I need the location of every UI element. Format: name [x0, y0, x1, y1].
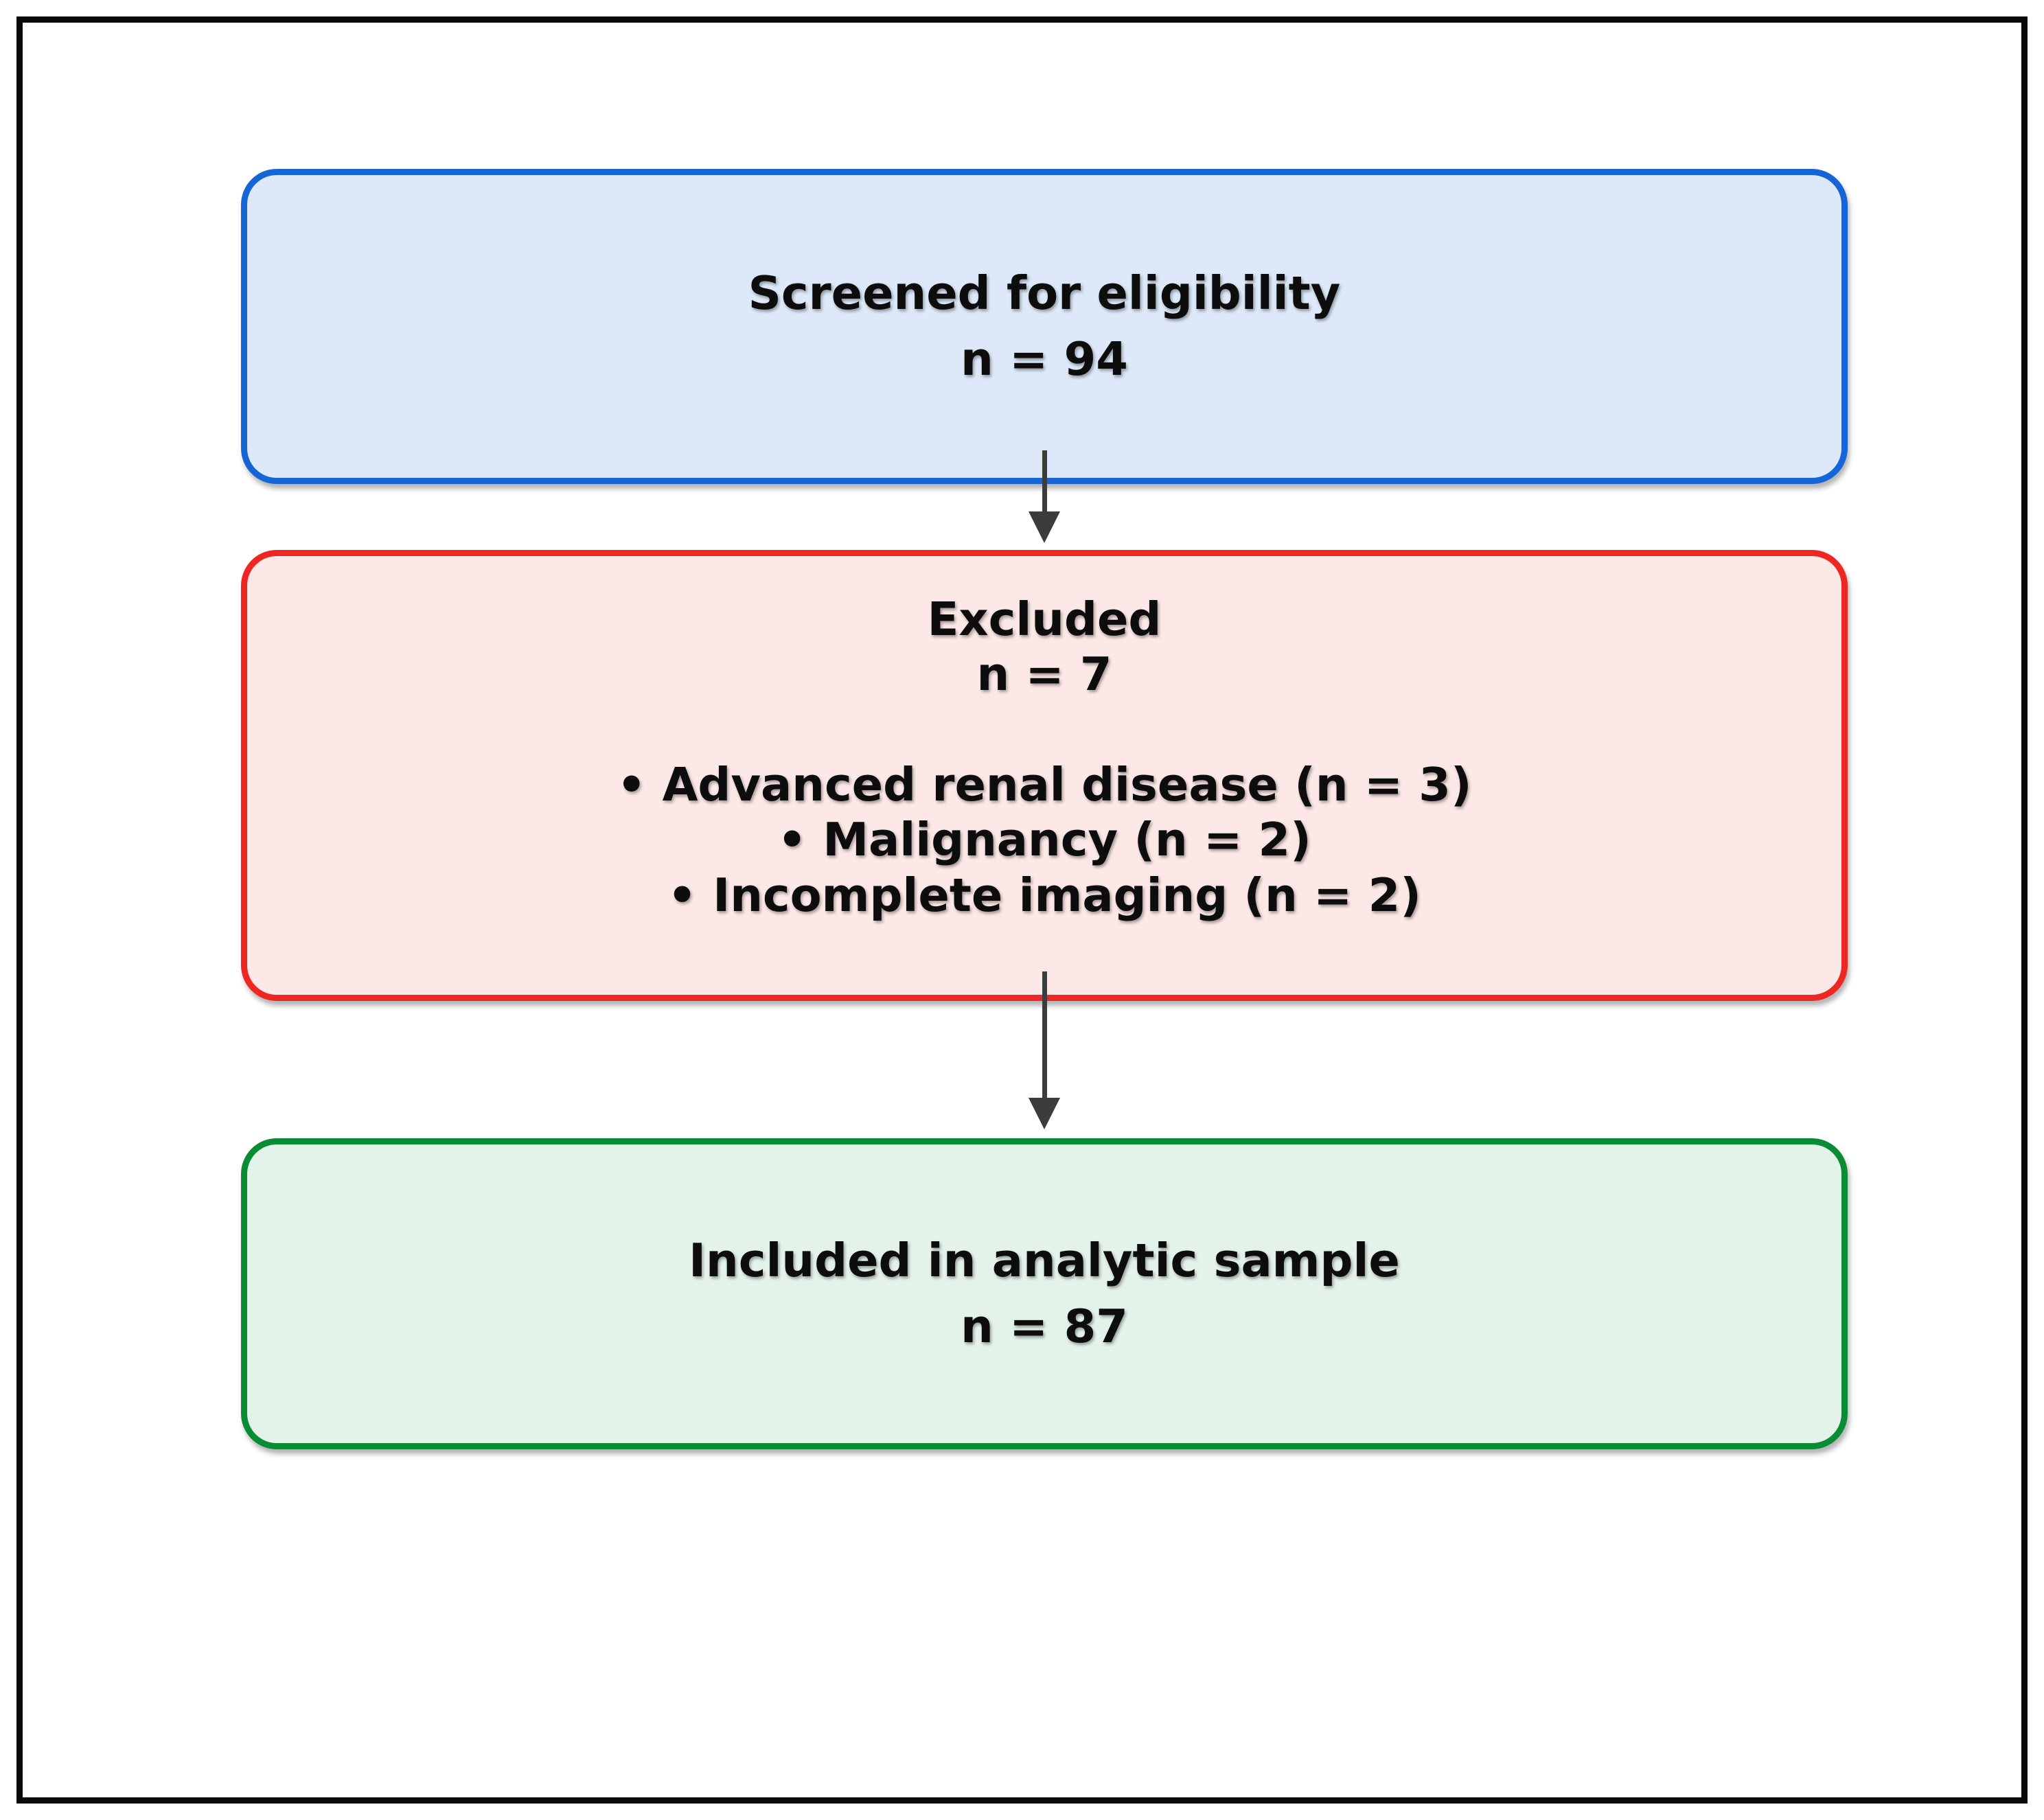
box-screened: Screened for eligibility n = 94 — [241, 169, 1848, 484]
box-included: Included in analytic sample n = 87 — [241, 1138, 1848, 1449]
exclusion-item: • Advanced renal disease (n = 3) — [617, 757, 1472, 811]
arrow-shaft — [1042, 971, 1047, 1099]
arrow-head-icon — [1029, 511, 1060, 543]
arrow-shaft — [1042, 450, 1047, 512]
exclusion-item: • Incomplete imaging (n = 2) — [667, 868, 1421, 922]
box-included-title: Included in analytic sample — [689, 1234, 1400, 1288]
box-screened-count: n = 94 — [961, 332, 1128, 386]
box-excluded-title: Excluded — [927, 592, 1162, 646]
box-excluded: Excluded n = 7 • Advanced renal disease … — [241, 550, 1848, 1001]
exclusion-item: • Malignancy (n = 2) — [777, 813, 1311, 867]
box-included-count: n = 87 — [961, 1299, 1128, 1353]
outer-frame: Screened for eligibility n = 94 Excluded… — [16, 16, 2028, 1804]
box-screened-title: Screened for eligibility — [748, 266, 1341, 321]
box-excluded-count: n = 7 — [976, 647, 1112, 702]
arrow-head-icon — [1029, 1098, 1060, 1129]
